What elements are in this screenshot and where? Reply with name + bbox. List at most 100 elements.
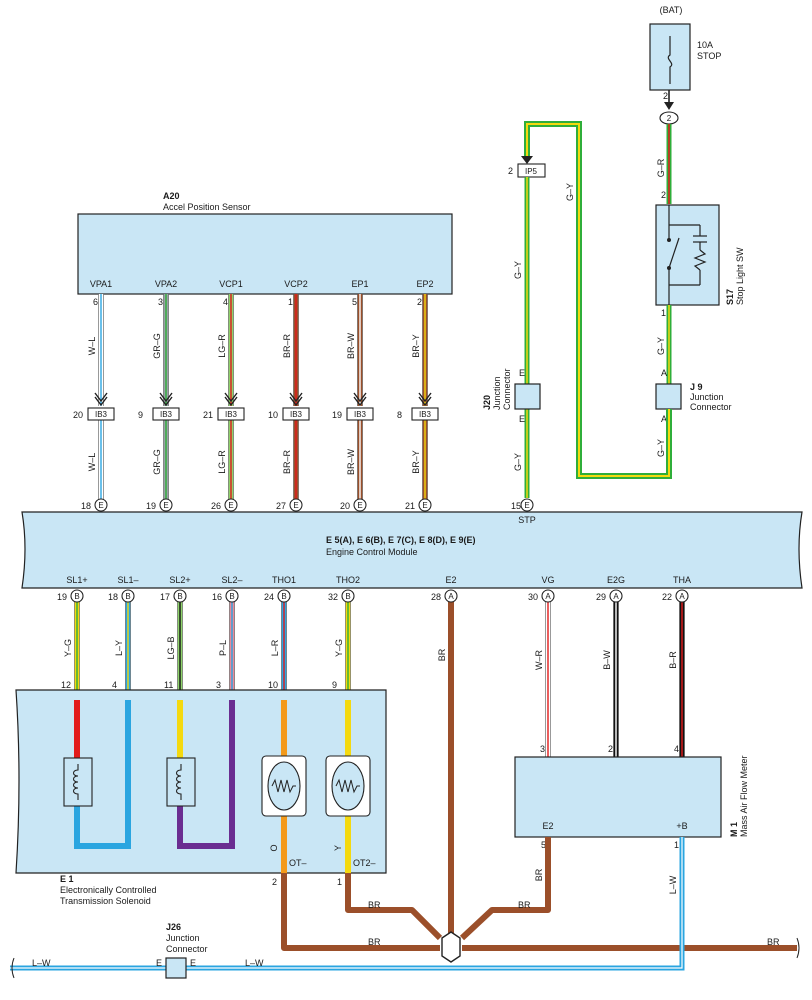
maf-ecm-conn-1: A bbox=[613, 592, 619, 601]
maf-id: M 1 bbox=[729, 822, 739, 837]
ecm-top-pin-4: 20 bbox=[340, 501, 350, 511]
stop-sw-name: Stop Light SW bbox=[735, 247, 745, 305]
sol-wire-label-3: P–L bbox=[218, 640, 228, 656]
j26-name-2: Connector bbox=[166, 944, 208, 954]
arrow-down-icon bbox=[521, 156, 533, 164]
ib3-connector bbox=[87, 407, 115, 421]
ib3-label-2: IB3 bbox=[225, 410, 238, 419]
ecm-bottom-term-4: THO1 bbox=[272, 575, 296, 585]
fuse-icon bbox=[667, 36, 673, 84]
chevron-down-icon bbox=[159, 392, 173, 407]
ecm-top-pin-1: 19 bbox=[146, 501, 156, 511]
ecm-connectors: E 5(A), E 6(B), E 7(C), E 8(D), E 9(E) bbox=[326, 535, 476, 545]
sol-wire-label-0: Y–G bbox=[63, 639, 73, 657]
maf-ecm-term-2: THA bbox=[673, 575, 691, 585]
accel-term-2: VCP1 bbox=[219, 279, 243, 289]
j26-name-1: Junction bbox=[166, 933, 200, 943]
j26-wire-l: L–W bbox=[32, 958, 51, 968]
maf-wire-label-2: B–R bbox=[668, 651, 678, 669]
maf-e2-term: E2 bbox=[542, 821, 553, 831]
j9-junction-connector bbox=[655, 383, 682, 410]
ecm-bottom-pin-3: 16 bbox=[212, 592, 222, 602]
wire-label-g-y-j20: G–Y bbox=[513, 453, 523, 471]
accel-wire-label-5: BR–Y bbox=[411, 334, 421, 358]
ecm-top-conn-5-circle bbox=[418, 498, 432, 512]
accel-wire2-label-5: BR–Y bbox=[411, 450, 421, 474]
switch-contact bbox=[667, 266, 671, 270]
ib3-label-1: IB3 bbox=[160, 410, 173, 419]
sol-pin-3: 3 bbox=[216, 680, 221, 690]
fuse-name: STOP bbox=[697, 51, 721, 61]
stop-sw-pin-top: 2 bbox=[661, 190, 666, 200]
a20-id: A20 bbox=[163, 191, 180, 201]
mass-air-flow-meter bbox=[514, 756, 722, 838]
ecm-bottom-pin-0: 19 bbox=[57, 592, 67, 602]
thermistor-icon bbox=[261, 755, 307, 817]
ecm-top-conn-1: E bbox=[163, 501, 168, 510]
connector-2-label: 2 bbox=[667, 114, 672, 123]
ecm-name: Engine Control Module bbox=[326, 547, 418, 557]
j26-pin-l: E bbox=[156, 958, 162, 968]
j20-id: J20 bbox=[482, 395, 492, 410]
maf-ecm-pin-0: 30 bbox=[528, 592, 538, 602]
accel-wire-label-0: W–L bbox=[87, 337, 97, 356]
ecm-top-conn-1-circle bbox=[159, 498, 173, 512]
accel-pin-4: 5 bbox=[352, 297, 357, 307]
ip5-label: IP5 bbox=[525, 167, 538, 176]
j9-name-1: Junction bbox=[690, 392, 724, 402]
ecm-top-conn-0-circle bbox=[94, 498, 108, 512]
ib3-pin-3: 10 bbox=[268, 410, 278, 420]
chevron-down-icon bbox=[94, 392, 108, 407]
accel-pin-0: 6 bbox=[93, 297, 98, 307]
ecm-bottom-term-3: SL2– bbox=[221, 575, 242, 585]
stp-pin: 15 bbox=[511, 501, 521, 511]
fuse-pin: 2 bbox=[663, 91, 668, 101]
switch-contact bbox=[667, 238, 671, 242]
ecm-top-pin-0: 18 bbox=[81, 501, 91, 511]
sol-wire-label-1: L–Y bbox=[114, 640, 124, 656]
ecm-bottom-conn-1: B bbox=[125, 592, 130, 601]
ib3-pin-2: 21 bbox=[203, 410, 213, 420]
maf-pin-e2: 5 bbox=[541, 840, 546, 850]
a20-name: Accel Position Sensor bbox=[163, 202, 251, 212]
ib3-connector bbox=[346, 407, 374, 421]
maf-ecm-pin-2: 22 bbox=[662, 592, 672, 602]
ground-wire-label-right: BR bbox=[767, 937, 780, 947]
ecm-top-conn-2: E bbox=[228, 501, 233, 510]
maf-pin-1: 2 bbox=[608, 744, 613, 754]
accel-wire-label-4: BR–W bbox=[346, 333, 356, 360]
e2-term: E2 bbox=[445, 575, 456, 585]
wire-g-y-loop bbox=[524, 121, 672, 479]
j20-pin-bottom: E bbox=[519, 414, 525, 424]
ecm-top-pin-2: 26 bbox=[211, 501, 221, 511]
ib3-label-5: IB3 bbox=[419, 410, 432, 419]
ecm-bottom-pin-4: 24 bbox=[264, 592, 274, 602]
switch-icon bbox=[668, 205, 707, 305]
sol-pin-5: 9 bbox=[332, 680, 337, 690]
accel-term-5: EP2 bbox=[416, 279, 433, 289]
ground-wire-label-1: BR bbox=[368, 900, 381, 910]
j20-pin-top: E bbox=[519, 368, 525, 378]
j20-junction-connector bbox=[514, 383, 541, 410]
ib3-label-4: IB3 bbox=[354, 410, 367, 419]
ib3-label-3: IB3 bbox=[290, 410, 303, 419]
e1-id: E 1 bbox=[60, 874, 74, 884]
sol-wire-label-2: LG–B bbox=[166, 636, 176, 659]
ecm-bottom-conn-4: B bbox=[281, 592, 286, 601]
e1-name-2: Transmission Solenoid bbox=[60, 896, 151, 906]
stop-light-switch bbox=[655, 204, 720, 306]
j9-pin-bottom: A bbox=[661, 414, 667, 424]
wire-label-g-y-j9: G–Y bbox=[656, 439, 666, 457]
ib3-pin-4: 19 bbox=[332, 410, 342, 420]
stp-term: STP bbox=[518, 515, 536, 525]
accel-term-1: VPA2 bbox=[155, 279, 177, 289]
wire-label-g-r: G–R bbox=[656, 158, 666, 177]
maf-ecm-term-1: E2G bbox=[607, 575, 625, 585]
j26-junction-connector bbox=[165, 957, 187, 979]
chevron-down-icon bbox=[289, 392, 303, 407]
accel-pin-3: 1 bbox=[288, 297, 293, 307]
chevron-down-icon bbox=[418, 392, 432, 407]
arrow-down-icon bbox=[664, 102, 674, 110]
